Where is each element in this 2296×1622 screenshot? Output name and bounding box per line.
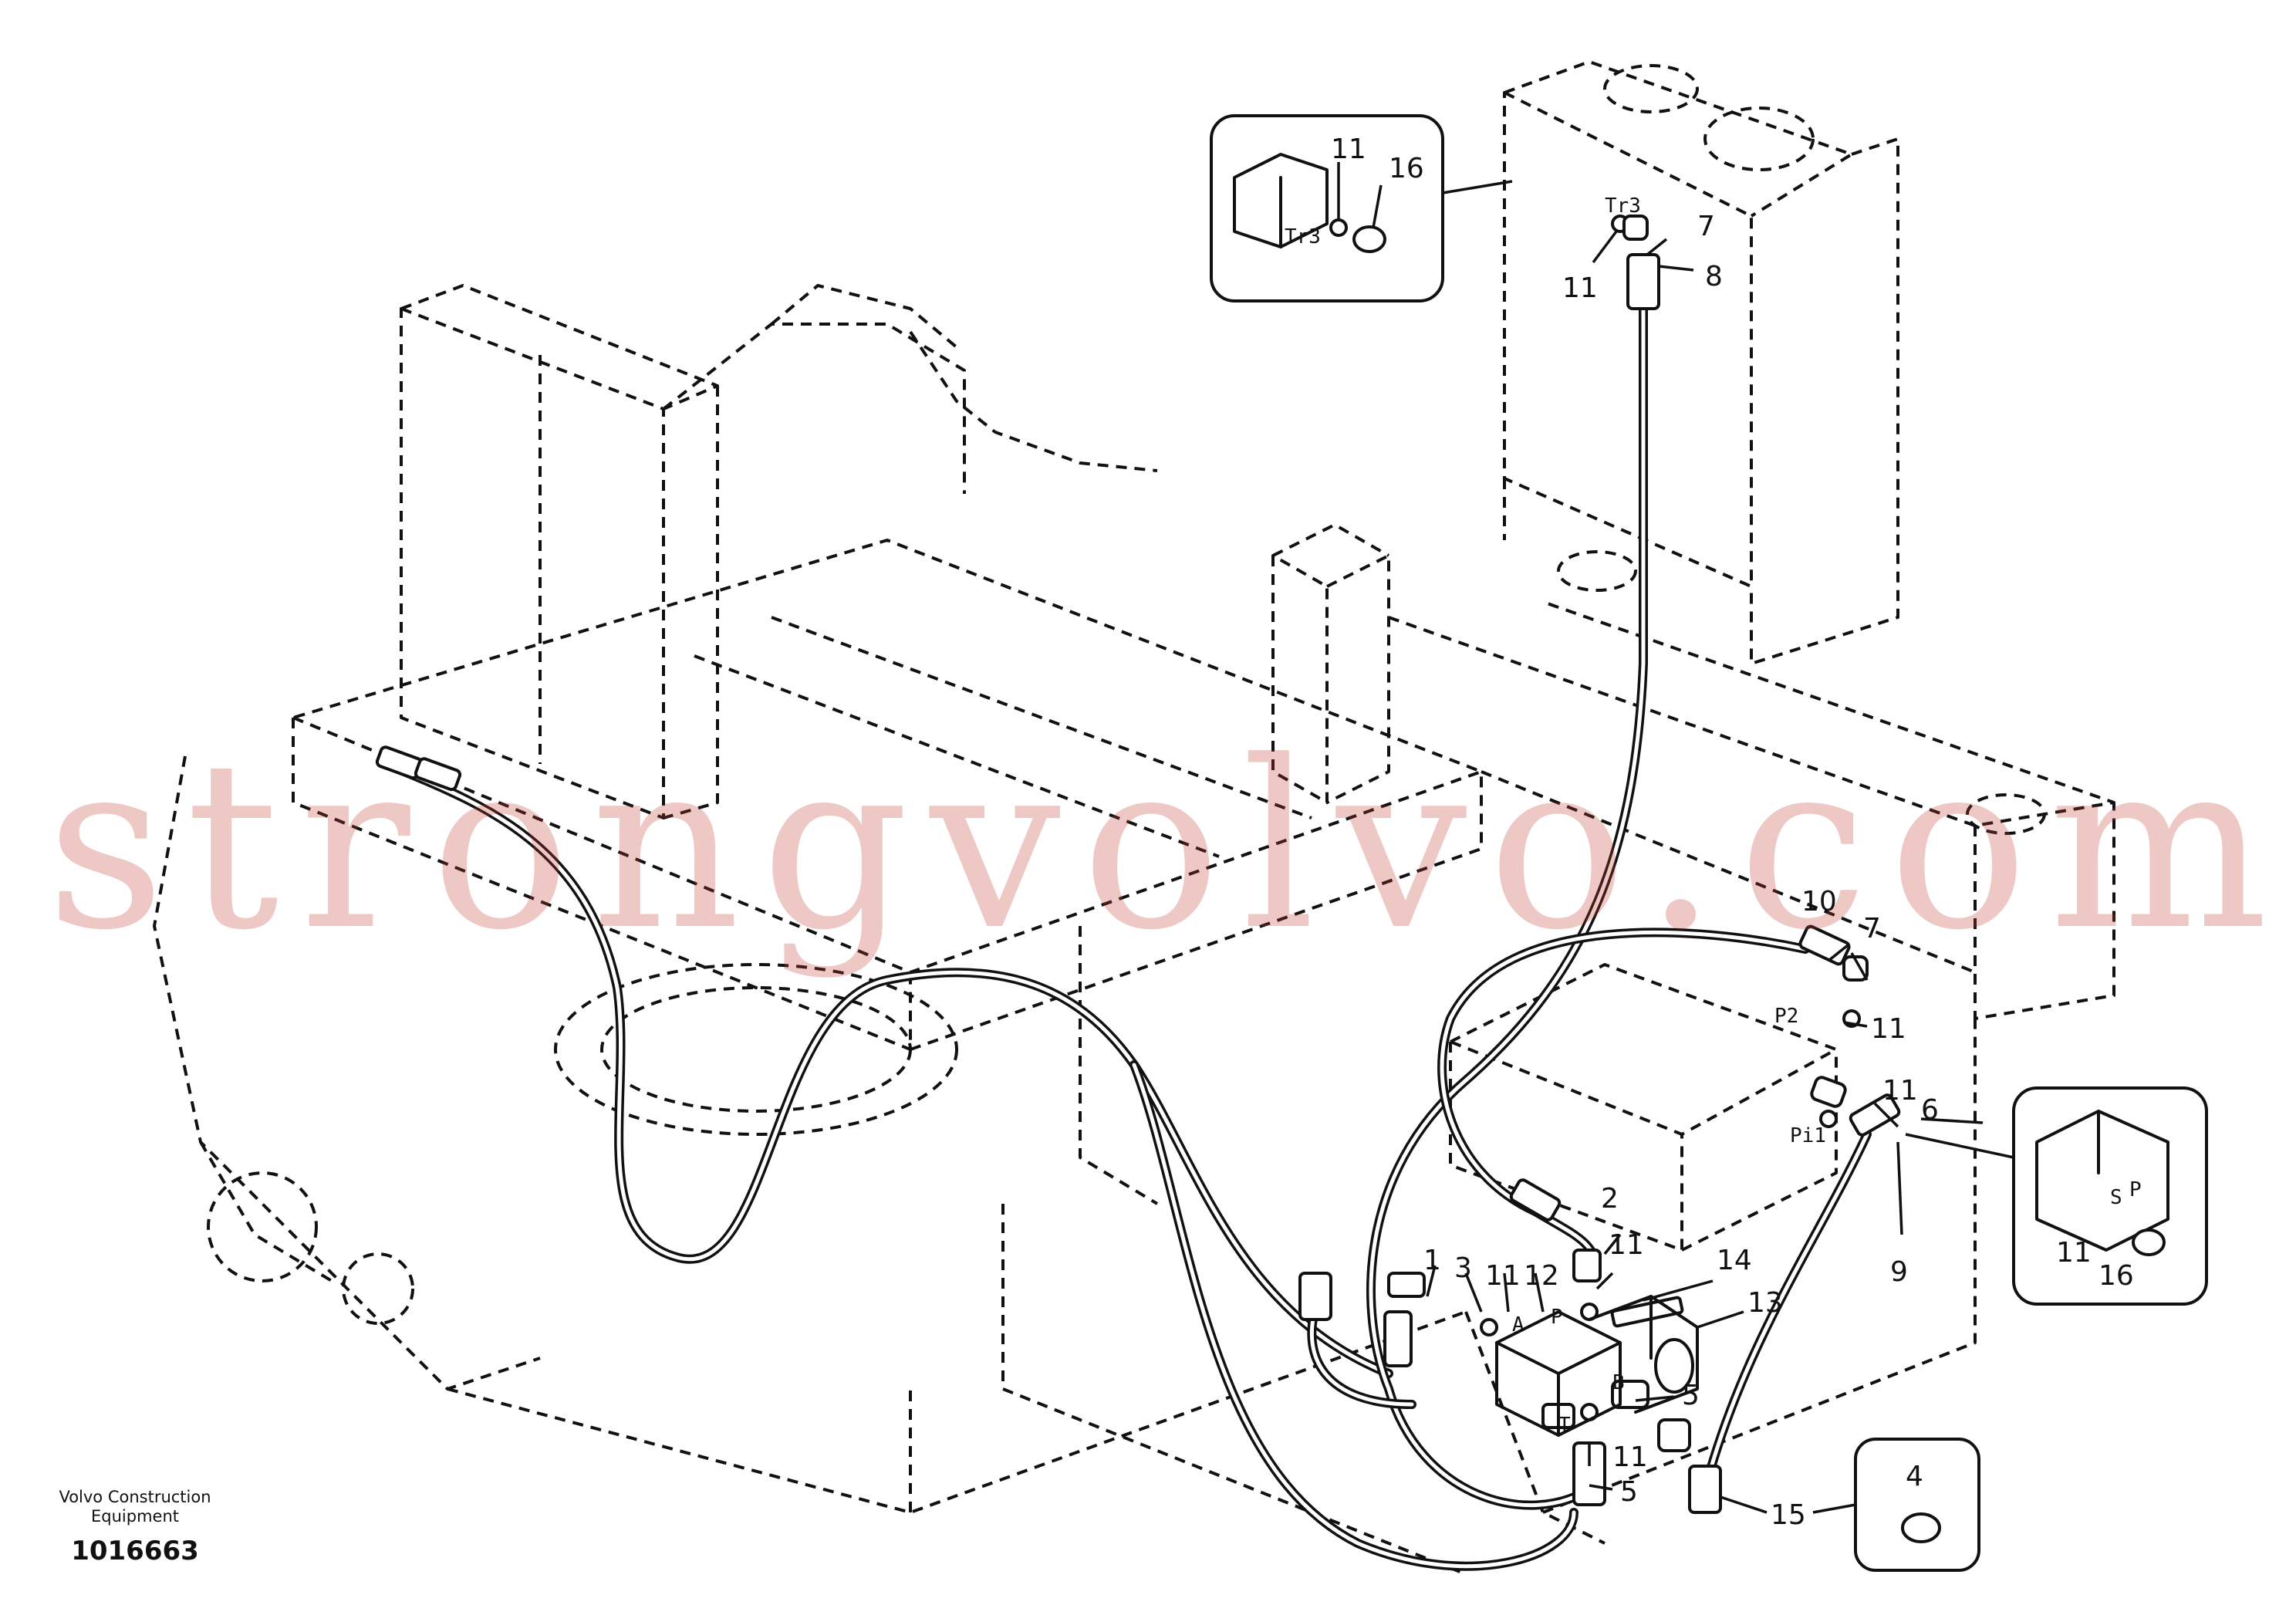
inset-detail-bottom — [1812, 1438, 1980, 1572]
callout-11: 11 — [1485, 1260, 1521, 1292]
callout-2: 2 — [1601, 1183, 1619, 1215]
callout-14: 14 — [1717, 1245, 1752, 1276]
callout-5: 5 — [1620, 1476, 1638, 1508]
callout-7: 7 — [1863, 913, 1881, 944]
callout-12: 12 — [1524, 1260, 1559, 1292]
callout-1: 1 — [1423, 1245, 1441, 1276]
callout-16: 16 — [2098, 1260, 2134, 1292]
callout-4: 4 — [1906, 1461, 1923, 1492]
port-label-tr3: Tr3 — [1605, 194, 1641, 218]
callout-7: 7 — [1697, 211, 1715, 242]
callout-11: 11 — [1612, 1441, 1648, 1473]
callout-16: 16 — [1389, 153, 1424, 184]
callout-5: 5 — [1682, 1380, 1700, 1411]
port-labels: Tr3 Tr3 P2 Pi1 A P B T P S — [1285, 194, 2142, 1437]
callout-10: 10 — [1801, 886, 1837, 917]
callout-11: 11 — [1609, 1229, 1644, 1261]
callout-8: 8 — [1705, 261, 1723, 292]
machine-frame-outline — [153, 60, 2115, 1576]
callout-leaders — [1337, 162, 1984, 1514]
callout-13: 13 — [1747, 1287, 1783, 1319]
callout-6: 6 — [1921, 1094, 1939, 1126]
inset-detail-top — [1210, 114, 1513, 302]
port-label-p: P — [1551, 1306, 1563, 1329]
callout-11: 11 — [1882, 1075, 1918, 1107]
watermark-text: strongvolvo.com — [46, 711, 2268, 981]
port-label-p2: P2 — [1774, 1005, 1798, 1028]
inset-detail-right — [1905, 1086, 2208, 1306]
port-label-p: P — [2129, 1178, 2142, 1201]
port-label-b: B — [1612, 1371, 1625, 1394]
port-label-a: A — [1512, 1313, 1524, 1336]
publisher-label: Volvo Construction Equipment — [59, 1488, 211, 1526]
callout-3: 3 — [1454, 1252, 1472, 1284]
callout-15: 15 — [1771, 1499, 1806, 1531]
port-label-t: T — [1558, 1414, 1571, 1437]
port-label-s: S — [2110, 1186, 2122, 1209]
callout-11: 11 — [1562, 272, 1598, 304]
solenoid-valve — [1495, 1295, 1699, 1437]
callout-11: 11 — [1871, 1013, 1906, 1045]
callout-9: 9 — [1890, 1256, 1908, 1288]
callout-11: 11 — [2056, 1237, 2092, 1269]
port-label-tr3: Tr3 — [1285, 225, 1321, 248]
hose-routings — [381, 273, 1872, 1571]
port-label-pi1: Pi1 — [1790, 1124, 1826, 1147]
drawing-number: 1016663 — [71, 1536, 199, 1566]
callout-11: 11 — [1331, 133, 1366, 165]
callout-numbers: 11 16 7 11 8 10 7 11 11 6 11 16 9 2 11 1… — [1331, 133, 2134, 1531]
